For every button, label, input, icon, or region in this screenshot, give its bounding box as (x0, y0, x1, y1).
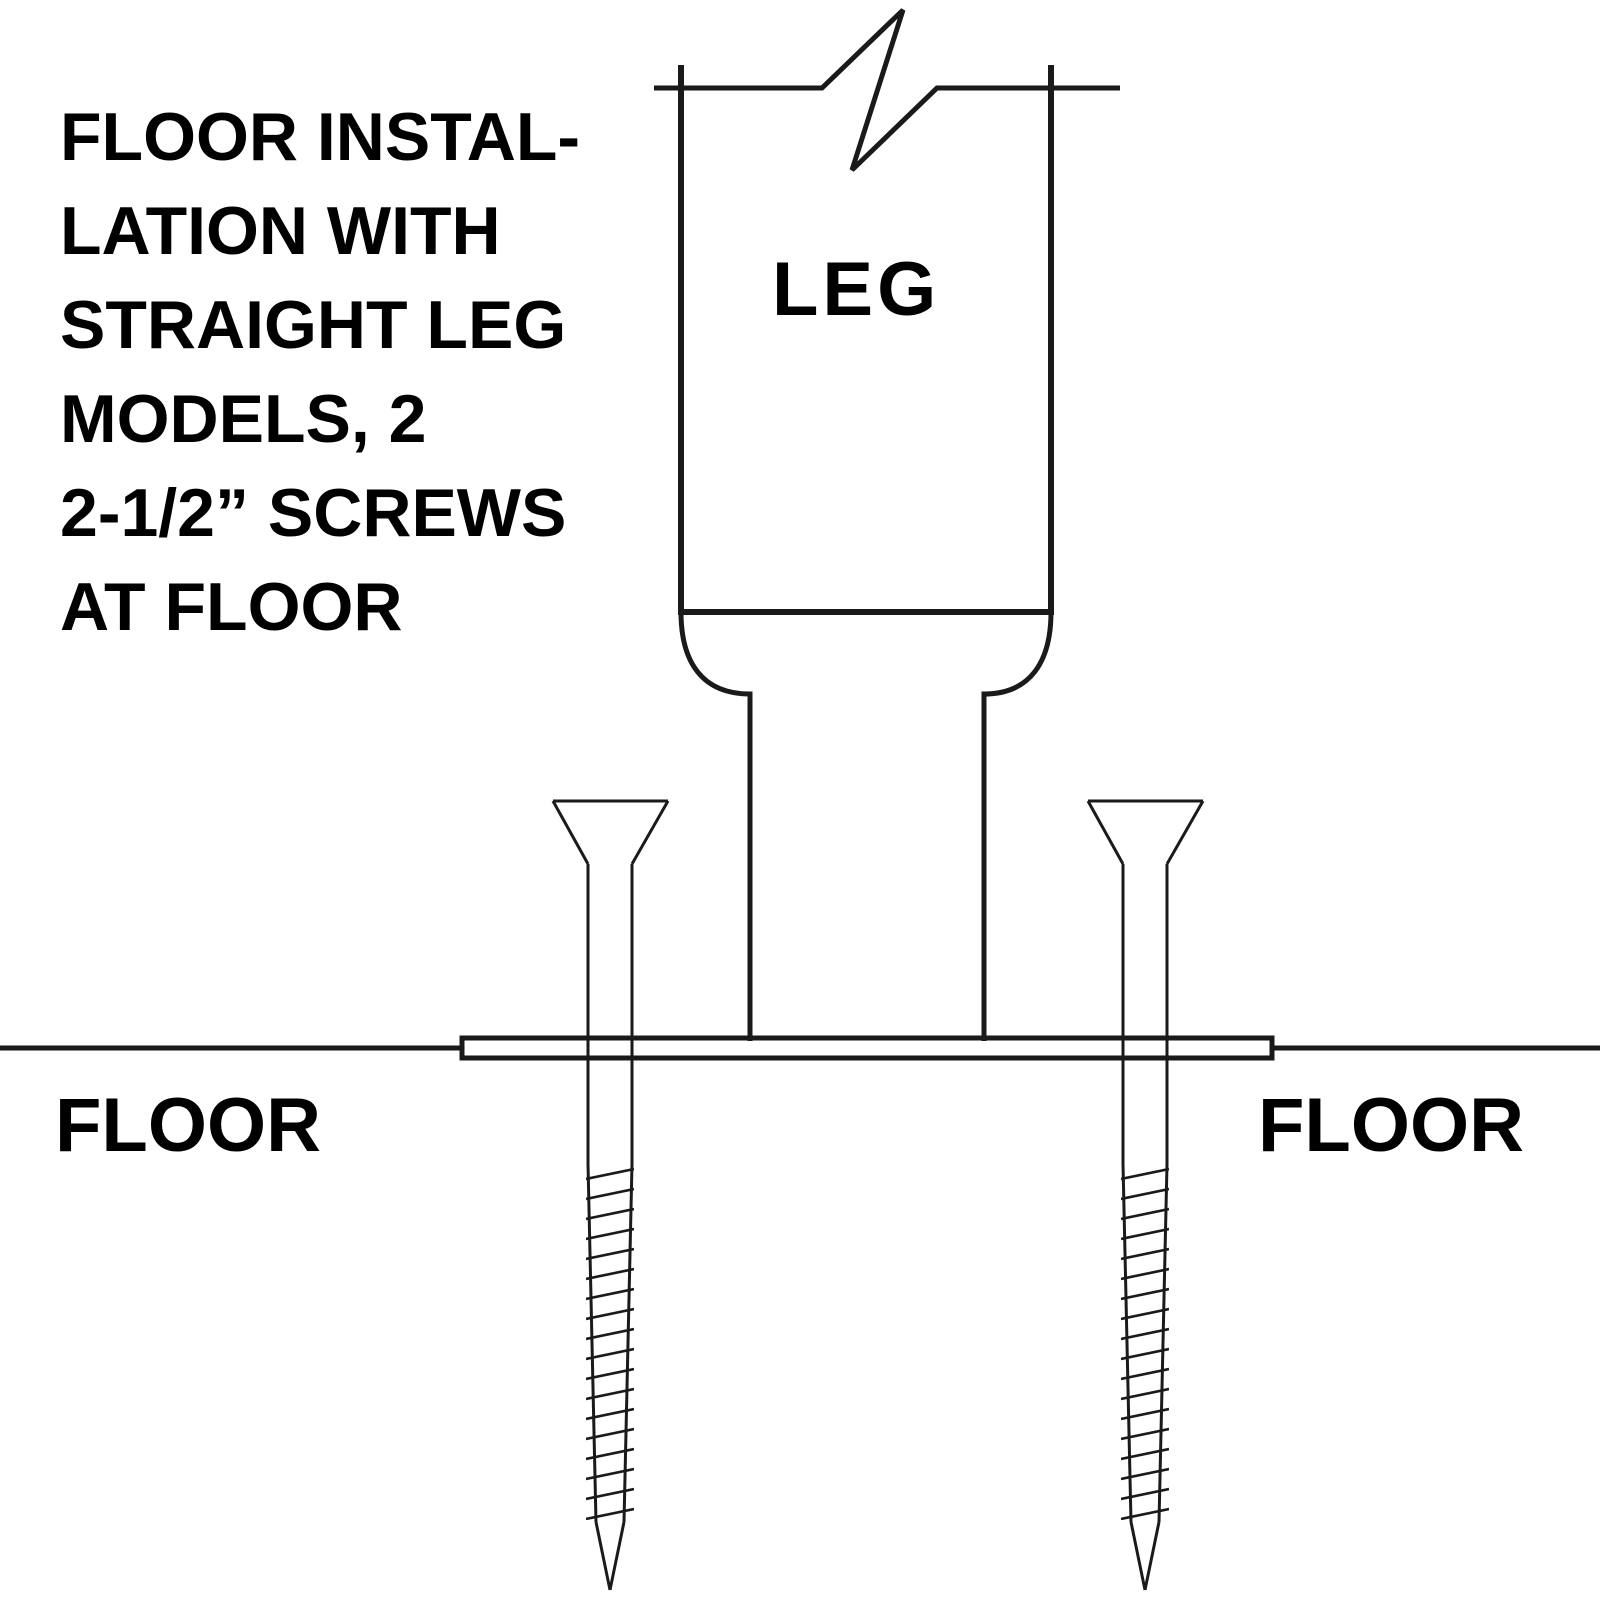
screw-left (551, 799, 670, 1591)
caption-line: STRAIGHT LEG (60, 287, 567, 363)
leg-socket (678, 611, 1054, 1041)
screw-right (1086, 799, 1205, 1591)
caption-line: 2-1/2” SCREWS (60, 475, 567, 551)
caption-line: MODELS, 2 (60, 381, 427, 457)
caption-line: AT FLOOR (60, 569, 403, 645)
leg-outline (678, 65, 1054, 615)
break-symbol (654, 8, 1120, 172)
floor-label-left: FLOOR (55, 1083, 321, 1168)
floor-plate (459, 1035, 1275, 1061)
floor-label-right: FLOOR (1258, 1083, 1524, 1168)
caption: FLOOR INSTAL- LATION WITH STRAIGHT LEG M… (60, 90, 580, 654)
caption-line: FLOOR INSTAL- (60, 99, 580, 175)
leg-label: LEG (772, 247, 941, 332)
caption-line: LATION WITH (60, 193, 501, 269)
